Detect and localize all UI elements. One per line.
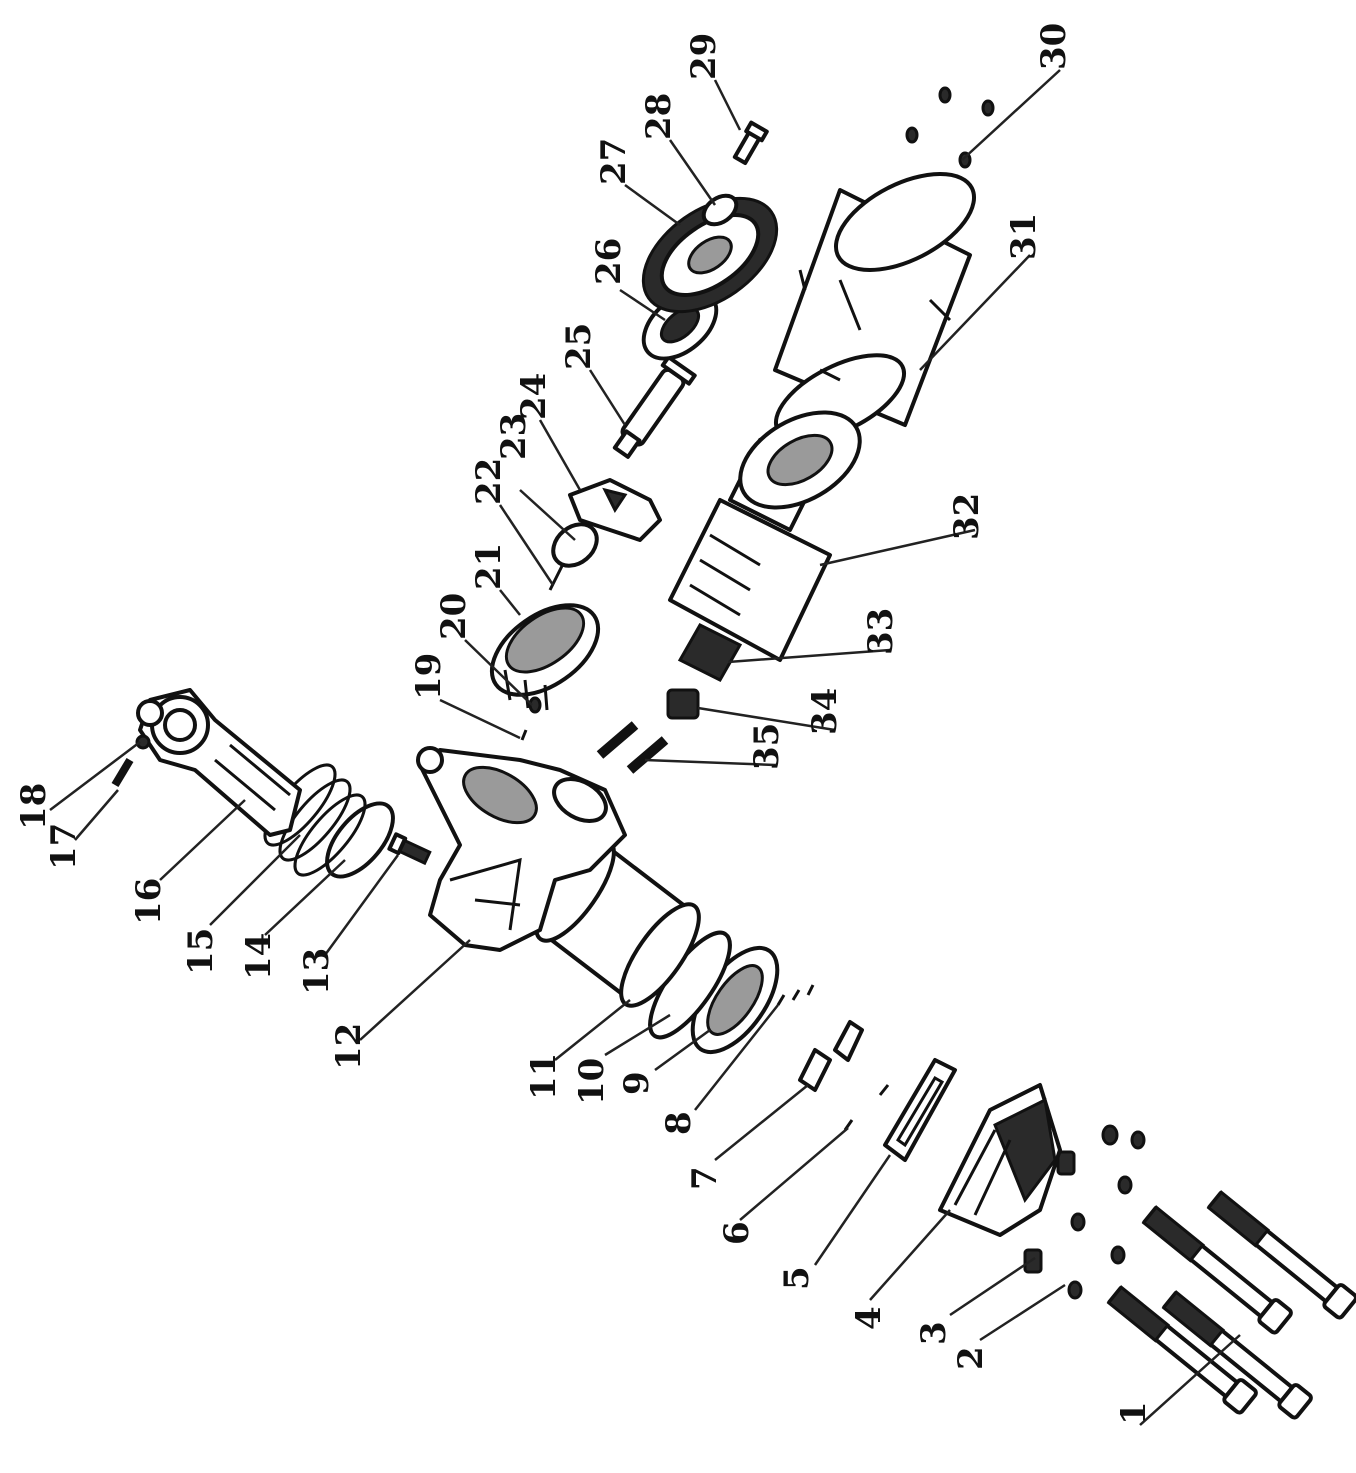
callout-30: 30 [1034, 23, 1074, 70]
callout-7: 7 [685, 1166, 725, 1190]
callout-10: 10 [572, 1058, 612, 1105]
part-24-counterweight [568, 478, 662, 542]
callout-27: 27 [594, 138, 634, 185]
callout-labels: 1 2 3 4 5 6 7 8 9 10 11 12 13 14 15 16 1… [14, 23, 1154, 1425]
callout-20: 20 [434, 593, 474, 640]
callout-14: 14 [239, 933, 279, 980]
callout-21: 21 [469, 543, 509, 590]
part-11-cylinder-sleeve [534, 837, 701, 1008]
part-4-cylinder-head [938, 1083, 1062, 1237]
callout-33: 33 [861, 608, 901, 655]
callout-23: 23 [494, 413, 534, 460]
part-32-armature [668, 410, 862, 662]
part-17-screw [111, 757, 134, 788]
callout-22: 22 [469, 458, 509, 505]
part-16-connecting-rod [136, 688, 302, 837]
part-5-head-gasket [883, 1058, 957, 1162]
part-31-motor-housing [773, 171, 977, 443]
callout-18: 18 [14, 783, 54, 830]
callout-16: 16 [129, 878, 169, 925]
part-27-gear [641, 196, 779, 314]
callout-4: 4 [849, 1306, 889, 1330]
part-30-screws [905, 86, 995, 169]
part-12-crankcase [416, 746, 627, 952]
part-25-shaft [612, 355, 697, 459]
part-21-fan-disc [489, 603, 601, 711]
callout-5: 5 [777, 1266, 817, 1290]
part-1-long-bolts [1106, 1190, 1356, 1420]
part-9-valve-plate [690, 945, 780, 1055]
callout-32: 32 [947, 493, 987, 540]
callout-17: 17 [44, 823, 84, 870]
part-33-commutator [677, 623, 743, 682]
part-2-washers [1067, 1124, 1146, 1300]
part-19-pin [520, 729, 528, 741]
callout-6: 6 [717, 1221, 757, 1245]
part-29-screw [732, 120, 769, 165]
callout-25: 25 [559, 323, 599, 370]
part-20-pin [528, 696, 542, 714]
part-8-small-screws [776, 984, 815, 1006]
part-13-bolt [387, 832, 432, 866]
part-18-washer [135, 734, 151, 750]
callout-24: 24 [514, 373, 554, 420]
callout-3: 3 [914, 1321, 954, 1345]
callout-34: 34 [805, 688, 845, 735]
part-7-valve-plates [798, 1020, 864, 1092]
part-6-pins [843, 1084, 890, 1131]
callout-1: 1 [1114, 1401, 1154, 1425]
callout-15: 15 [181, 928, 221, 975]
callout-35: 35 [747, 723, 787, 770]
callout-13: 13 [297, 948, 337, 995]
callout-12: 12 [329, 1023, 369, 1070]
part-3-nuts [1023, 1150, 1076, 1274]
callout-9: 9 [617, 1071, 657, 1095]
callout-28: 28 [639, 93, 679, 140]
callout-29: 29 [684, 33, 724, 80]
part-35-screws [596, 721, 669, 774]
callout-2: 2 [951, 1346, 991, 1370]
part-23-washer [551, 522, 599, 568]
callout-31: 31 [1004, 213, 1044, 260]
callout-8: 8 [659, 1111, 699, 1135]
callout-26: 26 [589, 238, 629, 285]
callout-11: 11 [524, 1053, 564, 1100]
callout-19: 19 [409, 653, 449, 700]
part-34-brush-spring [666, 688, 700, 720]
leader-lines [49, 69, 1241, 1426]
